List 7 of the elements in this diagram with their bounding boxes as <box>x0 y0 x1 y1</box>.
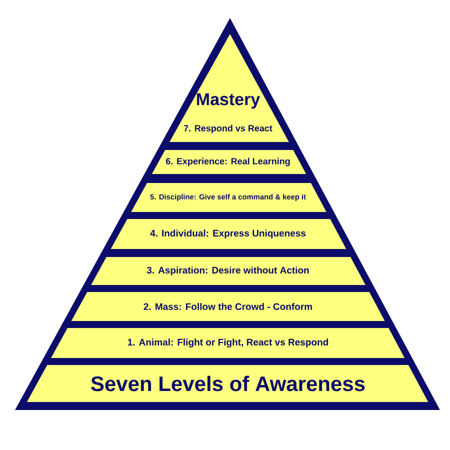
pyramid-level: 3. Aspiration: Desire without Action <box>91 257 366 285</box>
pyramid-level: 6. Experience: Real Learning <box>152 150 306 174</box>
pyramid-level: 2. Mass: Follow the Crowd - Conform <box>71 292 385 321</box>
pyramid-level: 1. Animal: Flight or Fight, React vs Respond <box>51 328 405 358</box>
pyramid-level: Seven Levels of Awareness <box>26 365 428 402</box>
pyramid-level: Mastery 7. Respond vs React <box>170 34 289 142</box>
pyramid-level: 4. Individual: Express Uniqueness <box>110 219 346 249</box>
